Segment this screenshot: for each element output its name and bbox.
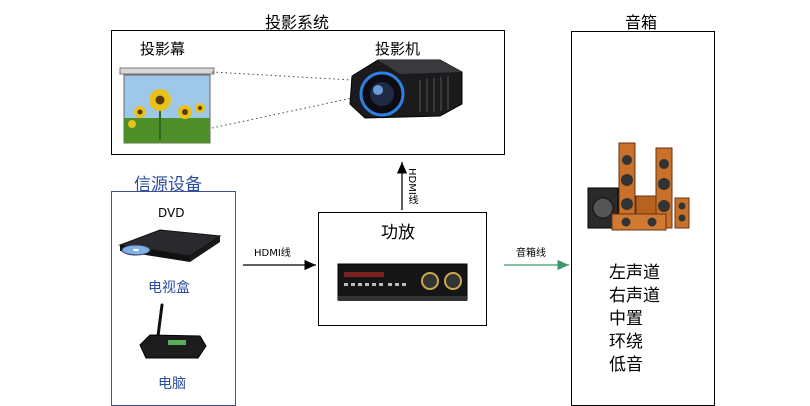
source-device-tvbox-label: 电视盒	[148, 280, 190, 296]
speakers-title: 音箱	[625, 13, 658, 32]
projection-system-title: 投影系统	[265, 13, 330, 32]
label-hdmi-source-amp: HDMI线	[254, 248, 291, 259]
source-title: 信源设备	[134, 175, 202, 195]
label-hdmi-amp-projector: HDMI线	[406, 168, 417, 205]
channel-surround: 环绕	[609, 332, 643, 352]
amplifier-title: 功放	[381, 223, 415, 243]
source-device-pc-label: 电脑	[158, 376, 186, 392]
source-device-dvd-label: DVD	[158, 206, 185, 220]
channel-center: 中置	[609, 309, 643, 329]
projector-label: 投影机	[375, 40, 421, 58]
channel-right: 右声道	[609, 286, 660, 306]
screen-label: 投影幕	[140, 40, 186, 58]
label-speaker-cable: 音箱线	[516, 248, 546, 259]
speaker-channel-list: 左声道 右声道 中置 环绕 低音	[609, 262, 660, 377]
channel-left: 左声道	[609, 263, 660, 283]
channel-subwoofer: 低音	[609, 355, 643, 375]
